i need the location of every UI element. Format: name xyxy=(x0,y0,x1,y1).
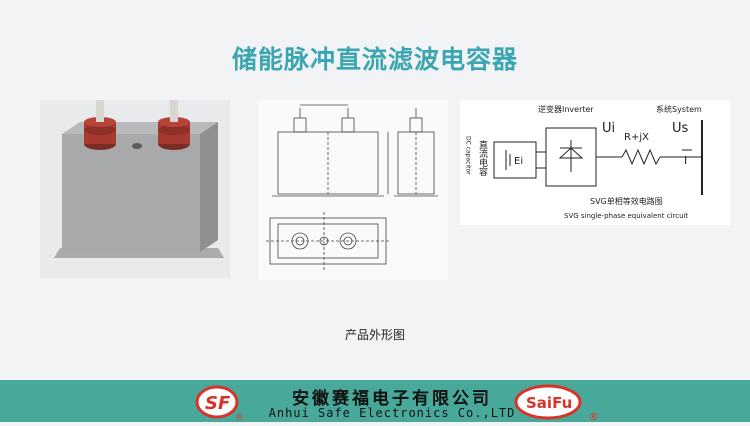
company-name-en: Anhui Safe Electronics Co.,LTD xyxy=(268,406,516,420)
case-side xyxy=(200,122,218,252)
company-name-cn: 安徽赛福电子有限公司 xyxy=(292,389,492,409)
system-label: 系统System xyxy=(656,104,702,114)
equivalent-circuit-diagram: 逆变器Inverter 系统System Ui Us R+jX I Ei 直流电… xyxy=(460,100,730,225)
saifu-registered: ® xyxy=(588,410,599,422)
ei-label: Ei xyxy=(514,156,523,167)
saifu-logo-icon: SaiFu ® xyxy=(514,384,599,423)
dc-capacitor-box xyxy=(493,141,537,179)
saifu-logo-text: SaiFu xyxy=(526,394,572,412)
dc-cap-cn-label: 直流电容 xyxy=(477,139,488,177)
sf-logo: SF ® xyxy=(195,382,247,423)
sf-logo-text: SF xyxy=(205,393,231,414)
sf-logo-icon: SF ® xyxy=(195,385,244,423)
circuit-svg: 逆变器Inverter 系统System Ui Us R+jX I Ei 直流电… xyxy=(465,104,703,220)
impedance-zigzag xyxy=(621,148,661,166)
sf-registered: ® xyxy=(235,413,244,422)
saifu-logo: SaiFu ® xyxy=(512,382,602,423)
page-title: 储能脉冲直流滤波电容器 xyxy=(231,45,518,74)
dimension-drawing-svg xyxy=(266,104,438,270)
us-label: Us xyxy=(672,121,689,136)
svg-cn-label: SVG单相等效电路图 xyxy=(590,196,663,206)
dc-cap-en-label: DC capacitor xyxy=(465,136,472,175)
capacitor-image xyxy=(54,100,224,258)
inverter-label: 逆变器Inverter xyxy=(538,104,594,114)
capacitor-photo xyxy=(40,100,230,278)
terminal-right-stud xyxy=(170,100,178,122)
figure-caption: 产品外形图 xyxy=(344,328,405,342)
ui-label: Ui xyxy=(602,121,615,136)
svg-en-label: SVG single-phase equivalent circuit xyxy=(564,212,688,220)
terminal-left-stud xyxy=(96,100,104,122)
footer-bar xyxy=(0,380,750,422)
rjx-label: R+jX xyxy=(624,132,649,143)
case-front xyxy=(62,134,200,252)
center-bolt xyxy=(132,143,142,149)
dimension-drawing xyxy=(258,100,448,280)
current-label: I xyxy=(684,154,687,167)
